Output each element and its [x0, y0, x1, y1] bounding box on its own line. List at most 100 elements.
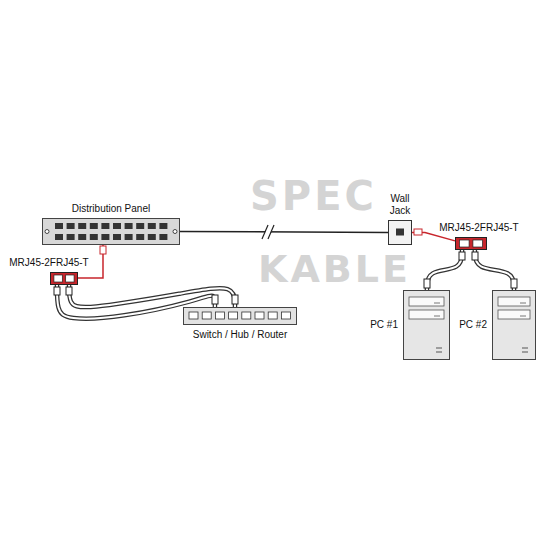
- panel-shape: [42, 218, 180, 245]
- pc-shape: [492, 290, 536, 360]
- network-cable: [69, 285, 235, 307]
- cable-inner: [69, 285, 235, 307]
- network-cable: [180, 232, 388, 233]
- panel-body: [43, 219, 180, 245]
- splitter-adapter: MRJ45-2FRJ45-T: [455, 237, 487, 250]
- panel-port: [125, 234, 133, 240]
- network-cable: [427, 250, 462, 290]
- rj45-plug: [232, 295, 238, 304]
- switch-port: [202, 312, 211, 319]
- rj45-plug: [472, 252, 478, 260]
- panel-port: [159, 234, 167, 240]
- watermark: SPEC: [250, 176, 377, 216]
- node-label: MRJ45-2FRJ45-T: [9, 257, 88, 269]
- network-cable: [475, 250, 514, 290]
- panel-port: [125, 223, 133, 229]
- adapter-shape: [455, 237, 487, 250]
- switch-shape: [183, 307, 297, 325]
- node-label: MRJ45-2FRJ45-T: [439, 222, 518, 234]
- panel-port: [78, 234, 86, 240]
- node-label: PC #1: [370, 319, 398, 331]
- cable-inner: [427, 250, 462, 290]
- drive-slot: [434, 316, 440, 317]
- panel-port: [90, 234, 98, 240]
- panel-port: [113, 234, 121, 240]
- node-label: Switch / Hub / Router: [193, 329, 287, 341]
- panel-port: [67, 234, 75, 240]
- node-label: PC #2: [459, 319, 487, 331]
- drive-slot: [520, 303, 526, 304]
- adapter-body: [456, 238, 487, 250]
- switch-port: [268, 312, 277, 319]
- tower-case: [404, 291, 450, 360]
- rj45-plug: [424, 279, 430, 288]
- drive-bay: [409, 310, 444, 319]
- switch-port: [189, 312, 198, 319]
- pc-tower: PC #1: [403, 290, 450, 360]
- wall-jack: Wall Jack: [388, 220, 412, 245]
- panel-port: [101, 223, 109, 229]
- cable-outer: [69, 285, 235, 307]
- break-mark: [262, 225, 268, 239]
- rj45-plug: [66, 287, 72, 295]
- adapter-port: [459, 240, 469, 247]
- tower-case: [493, 291, 536, 360]
- mount-hole: [45, 230, 49, 234]
- network-switch: Switch / Hub / Router: [183, 307, 297, 325]
- node-label: Wall Jack: [383, 193, 417, 217]
- drive-slot: [520, 316, 526, 317]
- patch-panel: Distribution Panel: [42, 218, 180, 245]
- button: [436, 348, 442, 349]
- switch-port: [281, 312, 290, 319]
- panel-port: [78, 223, 86, 229]
- rj45-plug: [212, 295, 218, 304]
- button: [522, 348, 528, 349]
- switch-port: [255, 312, 264, 319]
- panel-port: [90, 223, 98, 229]
- splitter-adapter: MRJ45-2FRJ45-T: [50, 272, 78, 285]
- panel-port: [148, 234, 156, 240]
- panel-port: [136, 223, 144, 229]
- panel-port: [113, 223, 121, 229]
- switch-port: [215, 312, 224, 319]
- jack-port: [396, 229, 404, 236]
- switch-port: [229, 312, 238, 319]
- watermark: KABLE: [258, 250, 411, 288]
- panel-port: [55, 223, 63, 229]
- break-gap: [262, 225, 274, 239]
- jack-plate: [389, 221, 412, 245]
- break-mark: [268, 225, 274, 239]
- rj45-plug: [100, 246, 106, 254]
- cable-outer: [475, 250, 514, 290]
- drive-bay: [498, 310, 530, 319]
- rj45-plug: [54, 287, 60, 295]
- cable-inner: [475, 250, 514, 290]
- panel-port: [148, 223, 156, 229]
- panel-port: [136, 234, 144, 240]
- drive-bay: [409, 297, 444, 306]
- adapter-port: [54, 275, 62, 282]
- panel-port: [67, 223, 75, 229]
- adapter-shape: [50, 272, 78, 285]
- cable-outer: [427, 250, 462, 290]
- adapter-port: [66, 275, 74, 282]
- node-label: Distribution Panel: [72, 203, 150, 215]
- rj45-plug: [414, 229, 422, 235]
- adapter-port: [473, 240, 483, 247]
- switch-body: [184, 308, 297, 325]
- panel-port: [55, 234, 63, 240]
- rj45-plug: [459, 252, 465, 260]
- panel-port: [159, 223, 167, 229]
- switch-port: [242, 312, 251, 319]
- adapter-body: [51, 273, 78, 285]
- pc-tower: PC #2: [492, 290, 536, 360]
- panel-port: [101, 234, 109, 240]
- mount-hole: [173, 230, 177, 234]
- rj45-plug: [511, 279, 517, 288]
- pc-shape: [403, 290, 450, 360]
- button: [522, 352, 528, 353]
- drive-bay: [498, 297, 530, 306]
- jack-shape: [388, 220, 412, 245]
- drive-slot: [434, 303, 440, 304]
